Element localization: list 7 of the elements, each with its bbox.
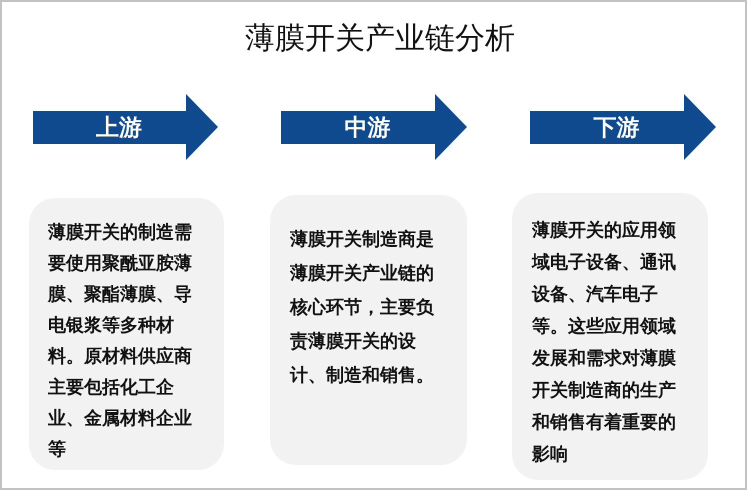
description-text: 薄膜开关的应用领域电子设备、通讯设备、汽车电子等。这些应用领域发展和需求对薄膜开关制造商的生产和销售有着重要的影响 bbox=[532, 219, 677, 467]
description-text: 薄膜开关的制造需要使用聚酰亚胺薄膜、聚酯薄膜、导电银浆等多种材料。原材料供应商主要包括化工企业、金属材料企业等 bbox=[48, 221, 193, 462]
stage-label: 下游 bbox=[592, 113, 640, 143]
description-text: 薄膜开关制造商是薄膜开关产业链的核心环节，主要负责薄膜开关的设计、制造和销售。 bbox=[290, 228, 435, 388]
stage-label: 中游 bbox=[344, 113, 392, 143]
stage-label: 上游 bbox=[95, 113, 143, 143]
title: 薄膜开关产业链分析 bbox=[245, 20, 515, 58]
